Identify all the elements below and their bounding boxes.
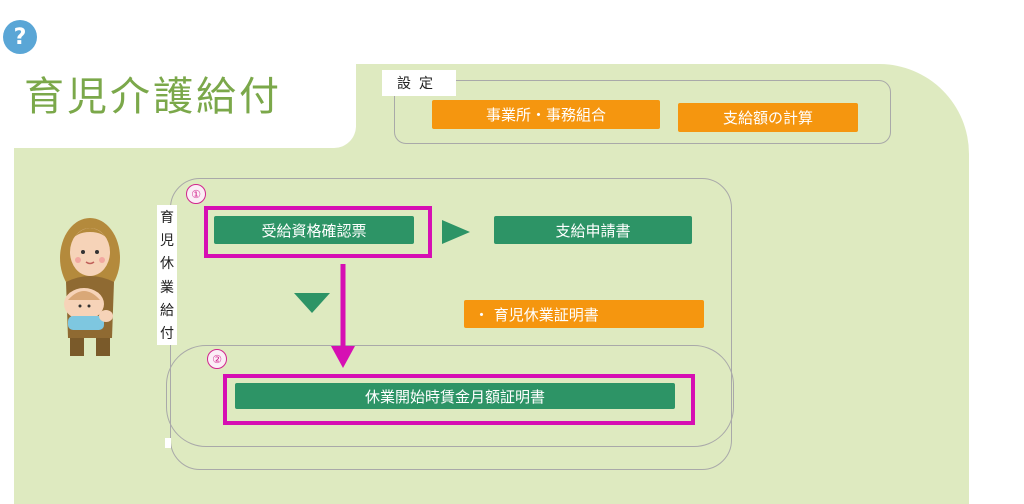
vlabel-char: 児 [160, 232, 174, 249]
step2-marker: ② [207, 349, 227, 369]
step2-highlight [223, 374, 695, 425]
childcare-leave-benefit-label: 育 児 休 業 給 付 [157, 205, 177, 345]
vlabel-char: 付 [160, 326, 174, 343]
office-association-button[interactable]: 事業所・事務組合 [432, 100, 660, 129]
highlight-arrow-down-icon [331, 264, 355, 368]
vlabel-char: 業 [160, 279, 174, 296]
step1-marker: ① [186, 184, 206, 204]
help-icon[interactable]: ? [3, 20, 37, 54]
settings-label: 設定 [382, 70, 456, 96]
eligibility-confirmation-button[interactable]: 受給資格確認票 [214, 216, 414, 244]
vlabel-char: 育 [160, 209, 174, 226]
childcare-leave-certificate-button[interactable]: ・ 育児休業証明書 [464, 300, 704, 328]
page-title: 育児介護給付 [24, 74, 282, 120]
divider [165, 438, 171, 448]
step1-highlight [204, 206, 432, 258]
benefit-application-button[interactable]: 支給申請書 [494, 216, 692, 244]
benefit-calculation-button[interactable]: 支給額の計算 [678, 103, 858, 132]
vlabel-char: 休 [160, 256, 174, 273]
step2-box [166, 345, 734, 447]
parent-holding-baby-icon [60, 218, 120, 356]
settings-group [394, 80, 891, 144]
arrow-right-icon [442, 220, 470, 244]
wage-certificate-button[interactable]: 休業開始時賃金月額証明書 [235, 383, 675, 409]
vlabel-char: 給 [160, 302, 174, 319]
title-tab [0, 58, 356, 148]
arrow-down-icon [294, 293, 330, 313]
